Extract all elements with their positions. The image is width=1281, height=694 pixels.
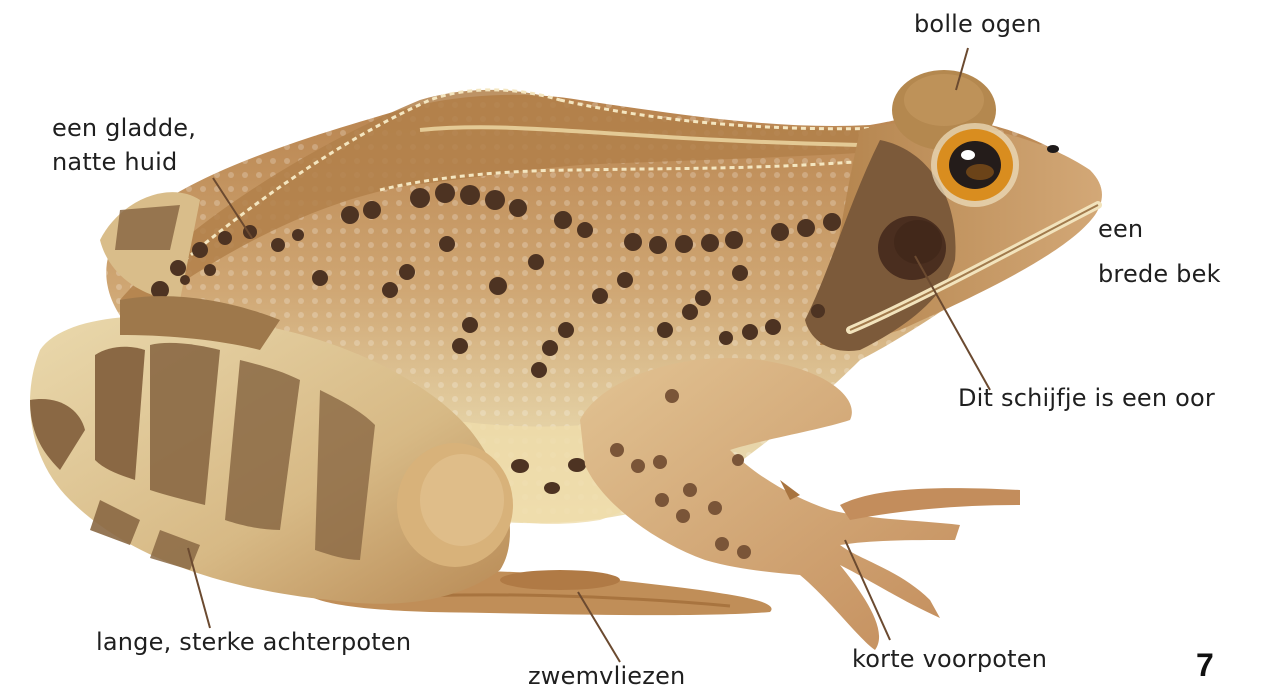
nostril [1047, 145, 1059, 153]
label-gladde-huid-line2: natte huid [52, 146, 177, 178]
label-brede-bek-line2: brede bek [1098, 258, 1221, 290]
ear-tympanum [878, 216, 946, 280]
label-brede-bek-line1: een [1098, 213, 1143, 245]
label-gladde-huid-line1: een gladde, [52, 112, 196, 144]
label-zwemvliezen: zwemvliezen [528, 660, 685, 692]
frog-head [805, 70, 1102, 351]
label-achterpoten: lange, sterke achterpoten [96, 626, 411, 658]
label-voorpoten: korte voorpoten [852, 643, 1047, 675]
label-oor: Dit schijfje is een oor [958, 382, 1215, 414]
page-number: 7 [1196, 647, 1214, 684]
label-bolle-ogen: bolle ogen [914, 8, 1042, 40]
